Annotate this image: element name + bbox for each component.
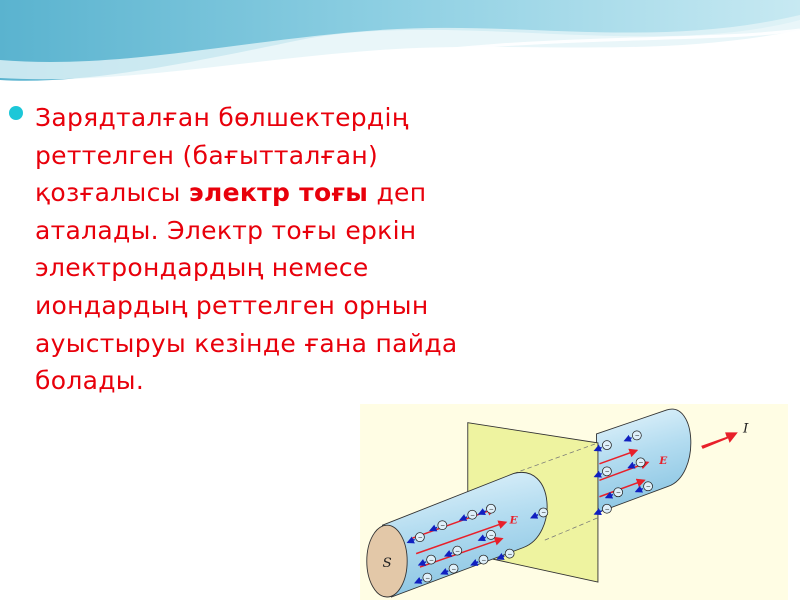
electron: − (593, 440, 612, 452)
electron-charge-label: − (605, 442, 610, 449)
electron: − (477, 503, 496, 515)
electric-current-diagram: S E E − − − − − − − − − − − − − − − − − − − I (360, 404, 788, 600)
electron-charge-label: − (425, 575, 430, 582)
electron-charge-label: − (638, 460, 643, 467)
electron: − (470, 554, 489, 566)
body-paragraph: Зарядталған бөлшектердің реттелген (бағы… (35, 99, 515, 400)
electron-charge-label: − (541, 510, 546, 517)
electron-charge-label: − (481, 557, 486, 564)
electron: − (414, 572, 433, 584)
electron: − (477, 530, 496, 542)
electron: − (417, 554, 436, 566)
electron: − (604, 487, 623, 499)
electron-charge-label: − (418, 534, 423, 541)
electron-charge-label: − (605, 469, 610, 476)
electron-charge-label: − (489, 506, 494, 513)
electron: − (529, 507, 549, 519)
electron-charge-label: − (605, 506, 610, 513)
electron: − (627, 457, 646, 469)
electron: − (496, 548, 515, 560)
paragraph-text-start: Зарядталған бөлшектердің реттелген (бағы… (35, 103, 409, 208)
electron: − (428, 520, 448, 532)
current-label: I (742, 421, 749, 436)
cross-section-label: S (382, 556, 391, 571)
electron-charge-label: − (470, 512, 475, 519)
electron: − (440, 563, 459, 575)
electron: − (593, 466, 612, 478)
electron: − (623, 430, 642, 442)
electron: − (443, 545, 463, 557)
field-label-near: E (509, 515, 519, 527)
electron: − (406, 532, 425, 544)
electron: − (634, 481, 653, 493)
electron-charge-label: − (489, 532, 494, 539)
bullet-point-icon (9, 106, 23, 120)
field-label-far: E (658, 455, 668, 467)
hidden-edge (513, 442, 599, 474)
electron-charge-label: − (455, 548, 460, 555)
paragraph-bold-term: электр тоғы (188, 178, 369, 208)
header-wave-decoration (0, 0, 800, 88)
electrons: − − − − − − − − − − − − − − − − − − − (406, 430, 653, 584)
electron-charge-label: − (507, 551, 512, 558)
hidden-edge (544, 517, 599, 541)
electron-charge-label: − (646, 484, 651, 491)
electron-charge-label: − (440, 522, 445, 529)
electron-charge-label: − (451, 566, 456, 573)
electron-charge-label: − (429, 557, 434, 564)
cross-section-s (366, 524, 408, 598)
electron-charge-label: − (616, 490, 621, 497)
paragraph-text-end: деп аталады. Электр тоғы еркін электронд… (35, 178, 458, 396)
electron: − (458, 509, 478, 521)
current-direction-arrow (701, 432, 738, 449)
electron: − (593, 503, 612, 515)
electron-charge-label: − (635, 433, 640, 440)
